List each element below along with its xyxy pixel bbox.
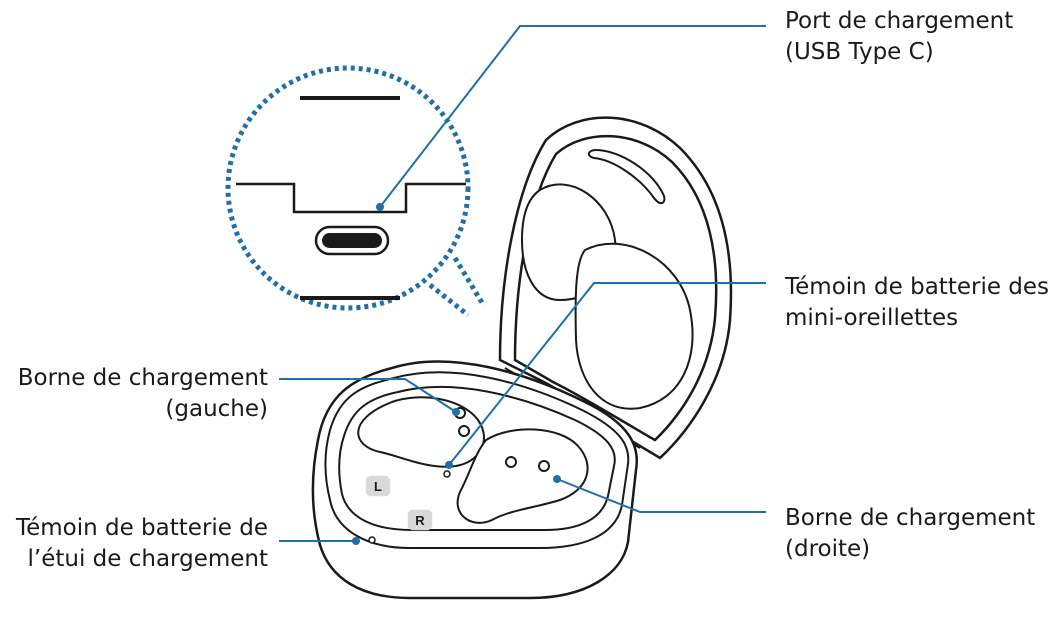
l-mark: L — [374, 479, 382, 494]
case-lid — [498, 116, 733, 460]
right-earbud-well — [456, 428, 589, 524]
case-seam — [236, 182, 466, 214]
leader-port — [379, 25, 766, 208]
case-battery-indicator-dot — [368, 536, 376, 544]
usb-c-port-inner — [322, 233, 382, 248]
earbud-battery-indicator-dot — [443, 470, 451, 478]
terminal-right-2 — [538, 460, 550, 472]
leader-terminal-left-dot — [452, 408, 460, 416]
leader-terminal-left — [279, 378, 457, 413]
lid-cup-lower — [574, 242, 694, 410]
case-base: L R — [311, 360, 639, 600]
magnifier-outline — [225, 65, 471, 311]
leader-case-indicator-dot — [352, 537, 360, 545]
label-earbud-battery-indicator: Témoin de batterie des mini-oreillettes — [785, 274, 1050, 331]
label-port: Port de chargement (USB Type C) — [785, 8, 1014, 65]
leader-earbud-indicator — [448, 282, 766, 466]
label-case-battery-indicator: Témoin de batterie de l’étui de chargeme… — [15, 515, 268, 572]
magnifier-pointer-2 — [452, 256, 487, 308]
magnifier-pointer-1 — [428, 283, 470, 317]
usb-port-magnifier — [225, 65, 487, 317]
terminal-right-1 — [505, 456, 517, 468]
terminal-left-2 — [458, 425, 470, 437]
l-mark-badge — [365, 475, 391, 497]
label-terminal-right: Borne de chargement (droite) — [785, 505, 1036, 562]
leader-terminal-right-dot — [553, 475, 561, 483]
r-mark-badge — [407, 509, 433, 531]
label-terminal-left: Borne de chargement (gauche) — [17, 365, 268, 422]
leader-earbud-indicator-dot — [445, 461, 453, 469]
leader-port-dot — [376, 203, 384, 211]
r-mark: R — [415, 513, 425, 528]
left-earbud-well — [357, 396, 485, 468]
leader-terminal-right — [556, 478, 766, 513]
leader-lines — [279, 25, 766, 545]
lid-slot — [588, 148, 666, 204]
